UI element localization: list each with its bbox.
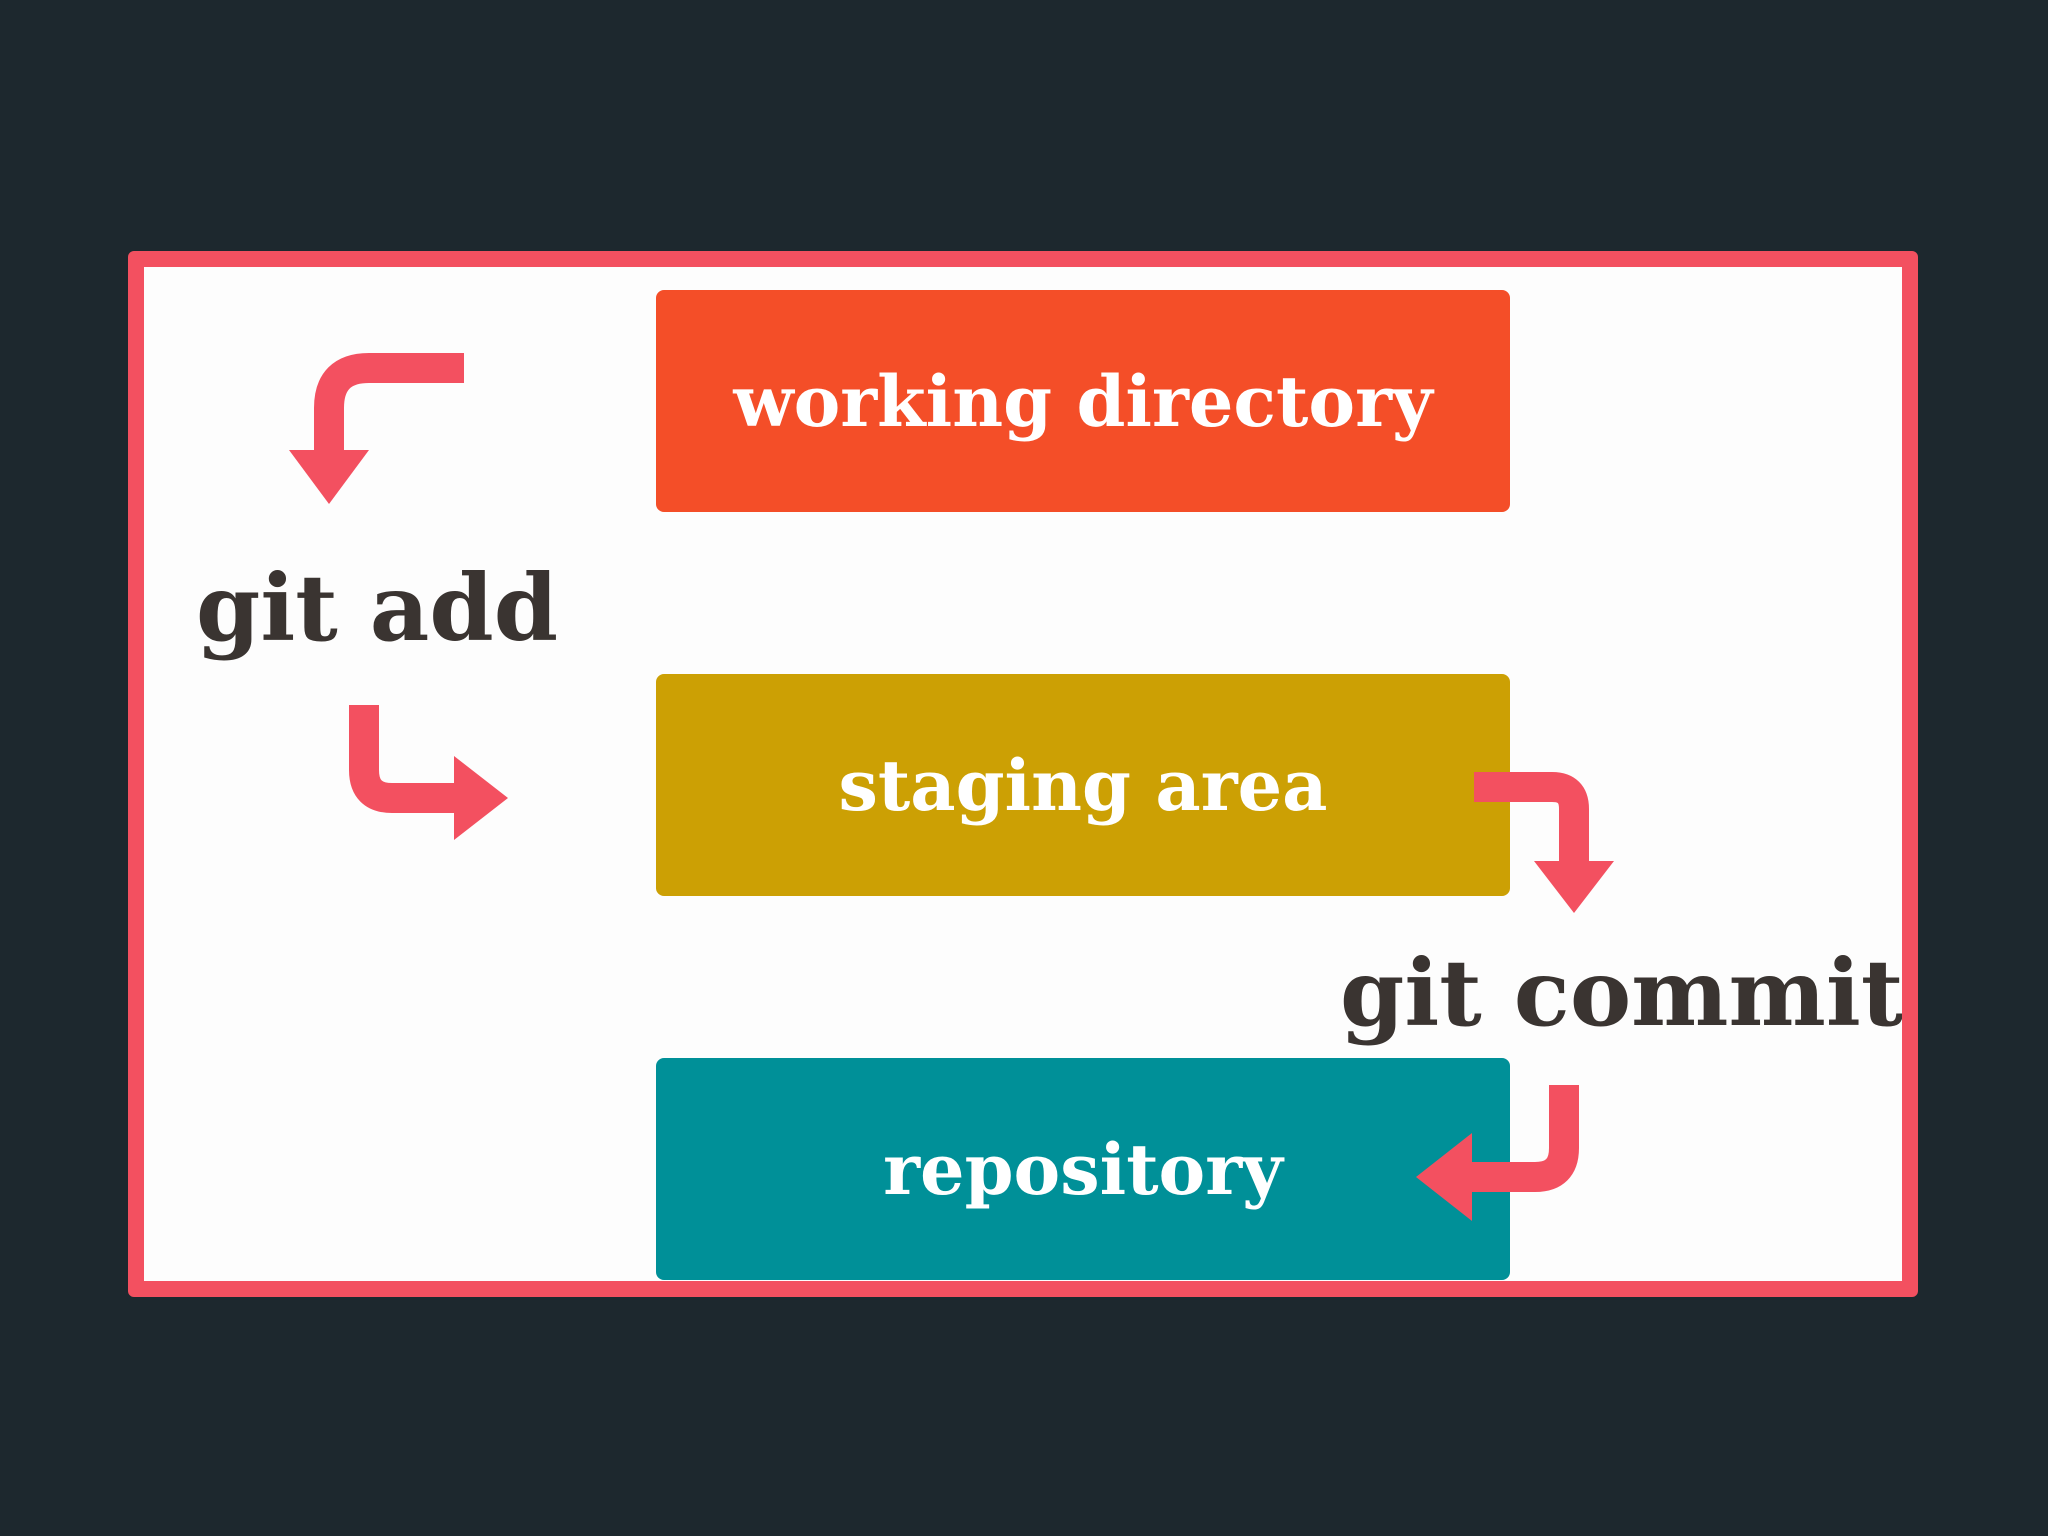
repository-box: repository — [656, 1058, 1510, 1280]
working-directory-box: working directory — [656, 290, 1510, 512]
commit-left-arrow-icon — [1416, 1085, 1579, 1221]
add-right-arrow-icon — [349, 705, 508, 840]
repository-label: repository — [883, 1127, 1283, 1211]
staging-area-box: staging area — [656, 674, 1510, 896]
git-add-label: git add — [196, 554, 559, 662]
working-directory-label: working directory — [733, 359, 1433, 443]
staging-area-label: staging area — [838, 743, 1328, 827]
commit-down-arrow-icon — [1474, 772, 1614, 913]
git-commit-label: git commit — [1340, 939, 1904, 1047]
diagram-frame: working directory staging area repositor… — [128, 251, 1918, 1297]
add-down-arrow-icon — [289, 353, 464, 504]
